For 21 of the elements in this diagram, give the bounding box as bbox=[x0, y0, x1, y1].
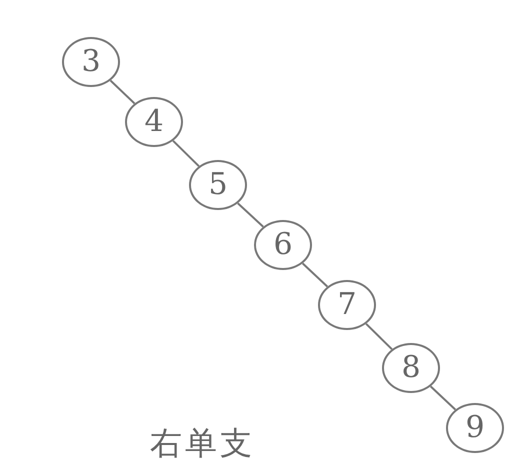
node-value: 4 bbox=[144, 107, 164, 137]
tree-node-circle bbox=[189, 160, 247, 210]
caption: 右单支 bbox=[150, 423, 255, 464]
node-value: 9 bbox=[465, 413, 485, 443]
node-value: 3 bbox=[81, 47, 101, 77]
tree-node-circle bbox=[62, 37, 120, 87]
node-value: 6 bbox=[273, 230, 293, 260]
tree-node-circle bbox=[254, 220, 312, 270]
tree-node-circle bbox=[382, 343, 440, 393]
tree-node-circle bbox=[446, 403, 504, 453]
connector-line bbox=[365, 323, 393, 350]
node-value: 8 bbox=[401, 353, 421, 383]
node-value: 5 bbox=[208, 170, 228, 200]
tree-node-circle bbox=[318, 280, 376, 330]
node-value: 7 bbox=[337, 290, 357, 320]
connector-line bbox=[237, 202, 264, 228]
connector-line bbox=[172, 140, 200, 167]
connector-line bbox=[110, 80, 136, 104]
connector-line bbox=[430, 386, 456, 410]
tree-node-circle bbox=[125, 97, 183, 147]
connector-line bbox=[302, 262, 328, 288]
